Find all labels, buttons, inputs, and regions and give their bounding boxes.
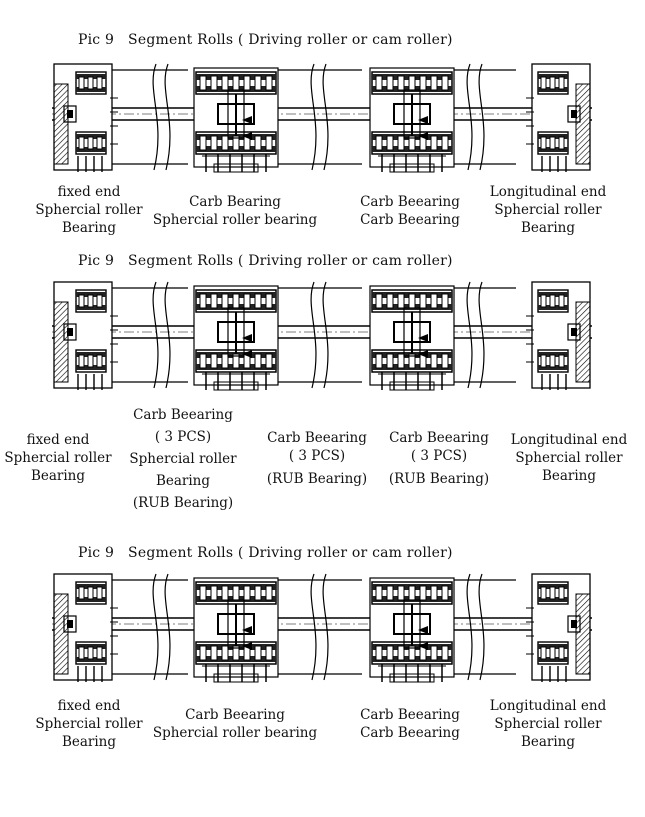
diagram-2-title: Pic 9 Segment Rolls ( Driving roller or … [78, 253, 453, 269]
diagram-2-label-carb-bearing-3: Carb Beearing( 3 PCS)(RUB Bearing) [388, 430, 490, 487]
diagram-2-label-carb-bearing-2: Carb Beearing( 3 PCS)(RUB Bearing) [266, 430, 368, 487]
diagram-3-roll-drawing [52, 573, 592, 683]
diagram-2-roll-drawing [52, 281, 592, 391]
diagram-1-roll-drawing [52, 63, 592, 173]
diagram-1-title: Pic 9 Segment Rolls ( Driving roller or … [78, 32, 453, 48]
diagram-3-title: Pic 9 Segment Rolls ( Driving roller or … [78, 545, 453, 561]
